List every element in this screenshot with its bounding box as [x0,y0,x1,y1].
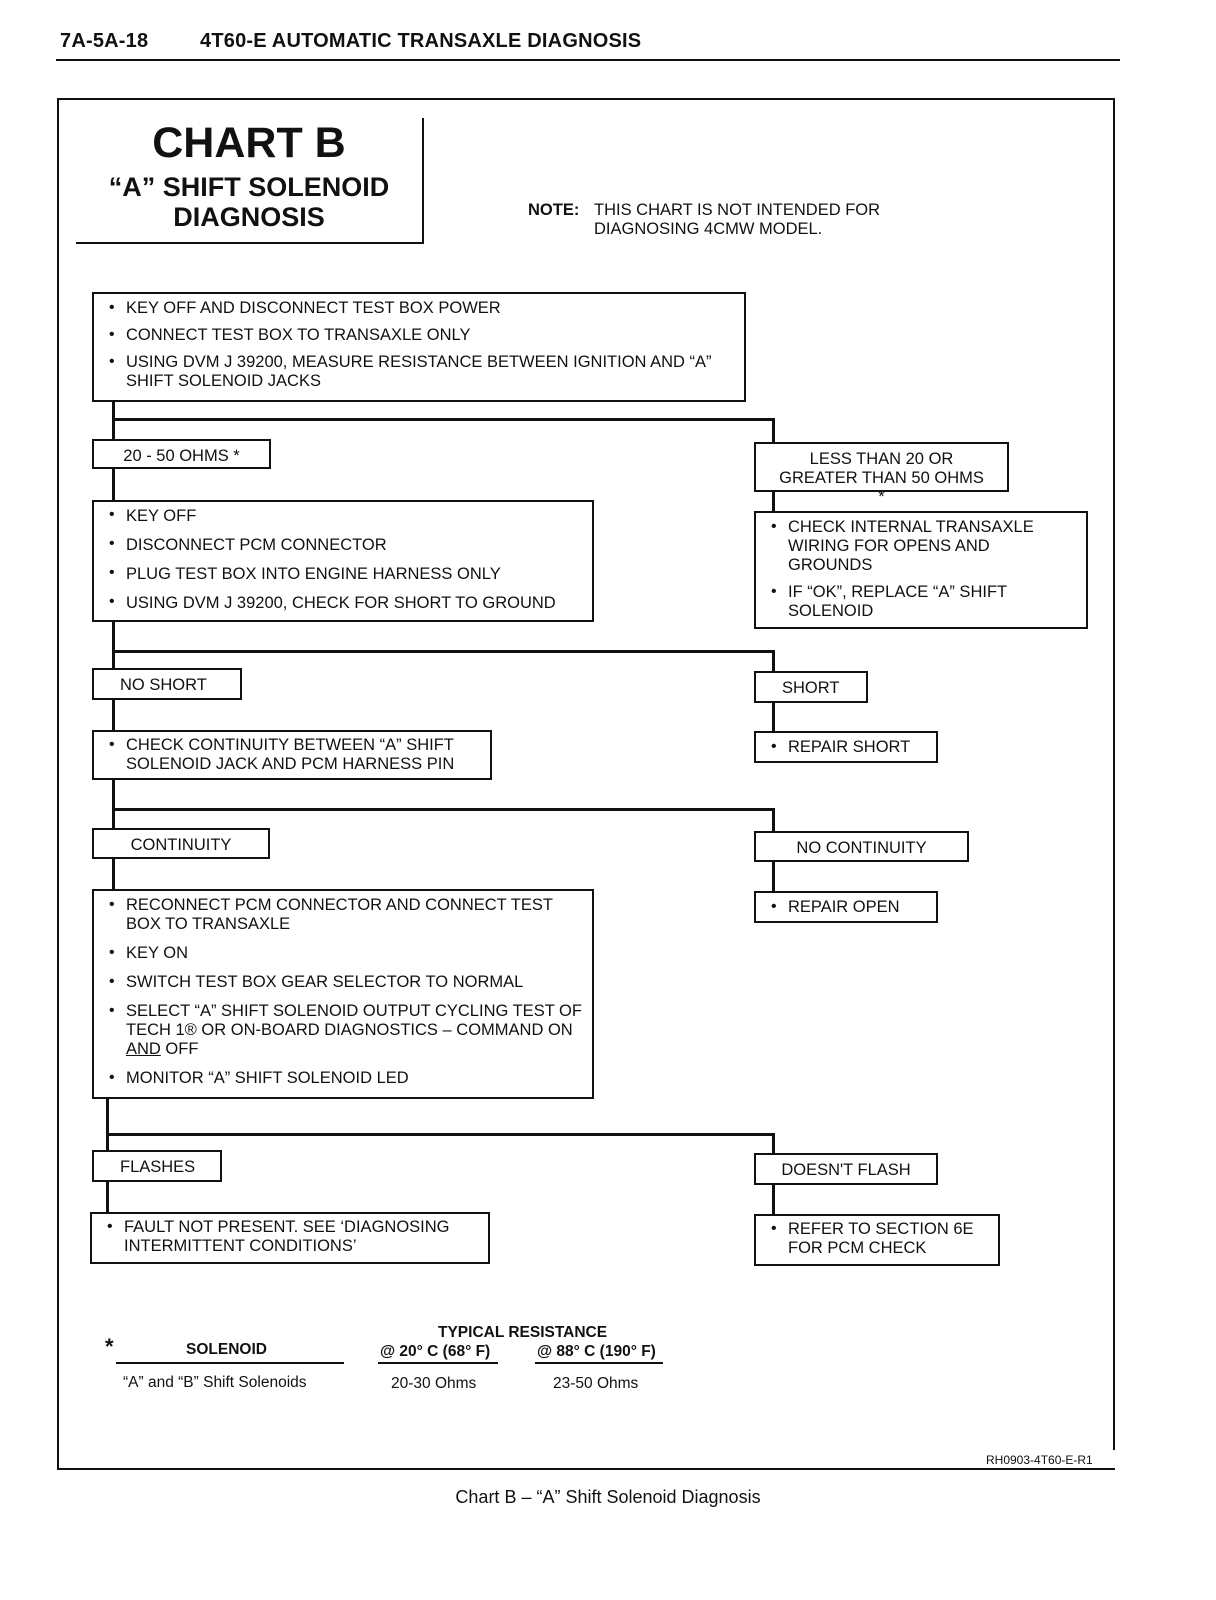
chart-frame-right [1113,98,1115,1450]
connector [112,650,775,653]
resistance-table-col-20c: @ 20° C (68° F) [380,1343,491,1360]
step1-item-2: CONNECT TEST BOX TO TRANSAXLE ONLY [104,325,734,345]
step2-right-item-2: IF “OK”, REPLACE “A” SHIFT SOLENOID [766,582,1076,621]
step4-left-item-3: SWITCH TEST BOX GEAR SELECTOR TO NORMAL [104,972,582,992]
connector [772,862,775,892]
result-flashes: FLASHES [92,1150,222,1182]
step3-right-box: REPAIR SHORT [754,731,938,763]
connector [772,1133,775,1155]
note-line-1: THIS CHART IS NOT INTENDED FOR [594,201,881,219]
step2-left-item-3: PLUG TEST BOX INTO ENGINE HARNESS ONLY [104,563,582,584]
connector [112,622,115,670]
connector [772,808,775,833]
result-20-50-ohms: 20 - 50 OHMS * [92,439,271,469]
step3-right-item-1: REPAIR SHORT [766,737,926,757]
table-rule [116,1362,344,1364]
result-short: SHORT [754,671,868,703]
connector [112,808,775,811]
connector [112,859,115,891]
step4-left-item-1: RECONNECT PCM CONNECTOR AND CONNECT TEST… [104,895,582,934]
step5-left-item-1: FAULT NOT PRESENT. SEE ‘DIAGNOSING INTER… [102,1217,478,1256]
step5-right-item-1: REFER TO SECTION 6E FOR PCM CHECK [766,1219,988,1258]
step2-right-item-1: CHECK INTERNAL TRANSAXLE WIRING FOR OPEN… [766,517,1076,575]
step4-left-item-4: SELECT “A” SHIFT SOLENOID OUTPUT CYCLING… [104,1001,582,1059]
connector [772,650,775,672]
step2-right-box: CHECK INTERNAL TRANSAXLE WIRING FOR OPEN… [754,511,1088,629]
result-out-of-range: LESS THAN 20 OR GREATER THAN 50 OHMS * [754,442,1009,506]
step1-item-1: KEY OFF AND DISCONNECT TEST BOX POWER [104,298,734,318]
title-block: CHART B “A” SHIFT SOLENOID DIAGNOSIS [76,118,424,244]
connector [106,1182,109,1214]
table-rule [378,1362,498,1364]
step5-right-box: REFER TO SECTION 6E FOR PCM CHECK [754,1214,1000,1266]
section-title: 4T60-E AUTOMATIC TRANSAXLE DIAGNOSIS [200,30,642,52]
step2-left-item-1: KEY OFF [104,505,582,526]
figure-code: RH0903-4T60-E-R1 [986,1453,1093,1467]
step1-box: KEY OFF AND DISCONNECT TEST BOX POWER CO… [92,292,746,402]
figure-caption: Chart B – “A” Shift Solenoid Diagnosis [455,1487,761,1507]
result-no-short: NO SHORT [92,668,242,700]
resistance-table-col-88c: @ 88° C (190° F) [537,1343,656,1360]
step4-right-box: REPAIR OPEN [754,891,938,923]
connector [106,1133,775,1136]
connector [106,1099,109,1153]
step4-right-item-1: REPAIR OPEN [766,897,926,917]
result-continuity: CONTINUITY [92,828,270,859]
connector [772,703,775,733]
step4-left-item-5: MONITOR “A” SHIFT SOLENOID LED [104,1068,582,1088]
resistance-table-col-solenoid: SOLENOID [186,1341,267,1358]
page-number: 7A-5A-18 [60,30,149,52]
chart-frame [57,98,1115,1470]
connector [772,1185,775,1215]
note-label: NOTE: [528,201,580,219]
step2-left-item-4: USING DVM J 39200, CHECK FOR SHORT TO GR… [104,592,582,613]
connector [112,418,775,421]
step4-left-item-2: KEY ON [104,943,582,963]
connector [112,700,115,732]
resistance-table-row-20c: 20-30 Ohms [391,1375,477,1392]
resistance-table-row-solenoid: “A” and “B” Shift Solenoids [123,1374,307,1391]
result-no-continuity: NO CONTINUITY [754,831,969,862]
step3-left-box: CHECK CONTINUITY BETWEEN “A” SHIFT SOLEN… [92,730,492,780]
connector [772,418,775,442]
resistance-table-row-88c: 23-50 Ohms [553,1375,639,1392]
chart-title: CHART B [152,119,346,167]
connector [112,780,115,830]
connector [112,402,115,440]
result-doesnt-flash: DOESN'T FLASH [754,1153,938,1185]
table-rule [535,1362,663,1364]
resistance-table-asterisk: * [105,1334,114,1359]
resistance-table-group-header: TYPICAL RESISTANCE [438,1324,608,1341]
step1-item-3: USING DVM J 39200, MEASURE RESISTANCE BE… [104,352,734,391]
step4-left-box: RECONNECT PCM CONNECTOR AND CONNECT TEST… [92,889,594,1099]
header-rule [56,59,1120,61]
connector [772,492,775,512]
step3-left-item-1: CHECK CONTINUITY BETWEEN “A” SHIFT SOLEN… [104,735,480,774]
chart-subtitle-2: DIAGNOSIS [173,202,325,232]
step5-left-box: FAULT NOT PRESENT. SEE ‘DIAGNOSING INTER… [90,1212,490,1264]
connector [112,469,115,501]
step2-left-item-2: DISCONNECT PCM CONNECTOR [104,534,582,555]
chart-subtitle-1: “A” SHIFT SOLENOID [108,172,390,202]
step2-left-box: KEY OFF DISCONNECT PCM CONNECTOR PLUG TE… [92,500,594,622]
note-line-2: DIAGNOSING 4CMW MODEL. [594,220,823,238]
